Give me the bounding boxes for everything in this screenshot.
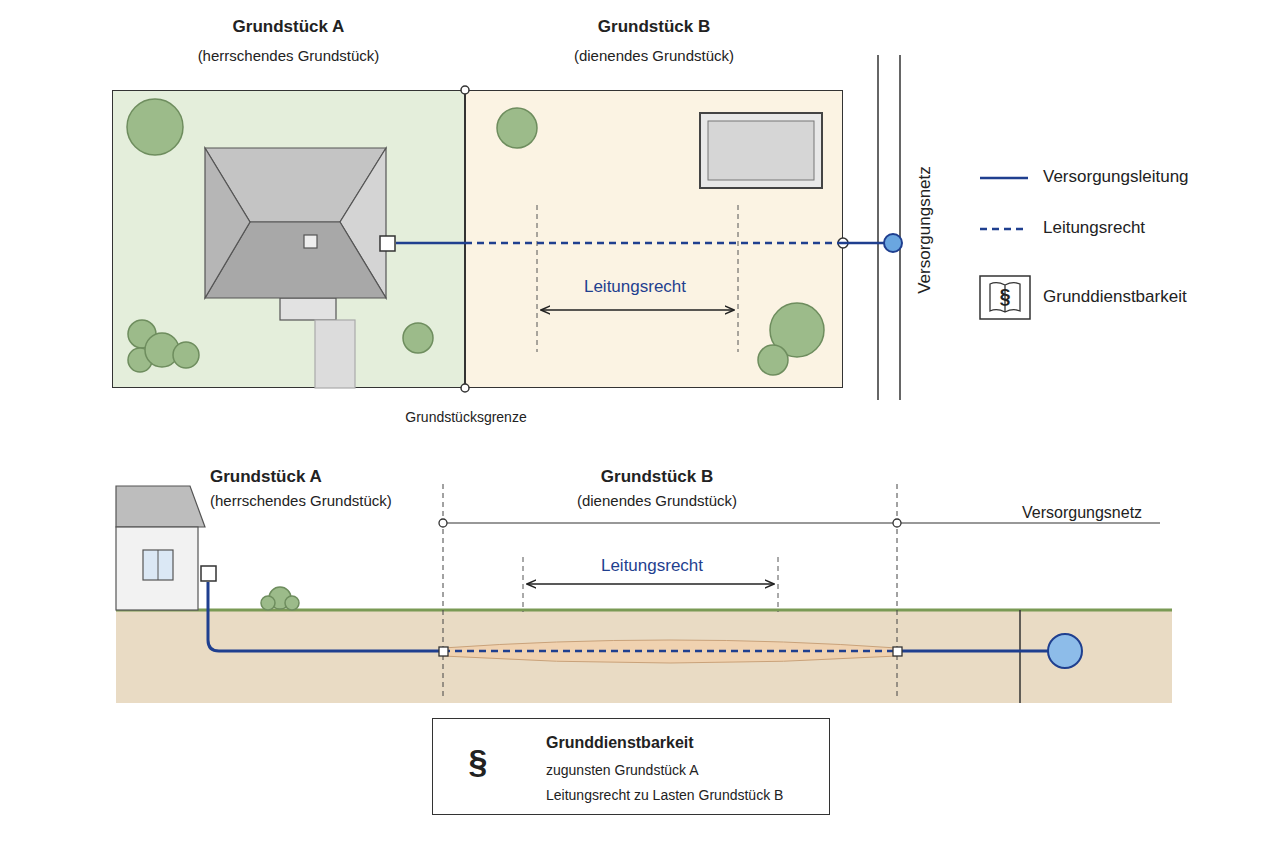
easement-box: Grunddienstbarkeit zugunsten Grundstück A… <box>432 718 830 815</box>
dimension-arrow <box>527 583 774 584</box>
legend-line-sample <box>980 177 1028 180</box>
boundary-marker <box>461 384 469 392</box>
node-text: (dienendes Grundstück) <box>574 47 734 65</box>
house-connection <box>380 236 395 251</box>
shrub <box>261 596 275 610</box>
legend-text: Grunddienstbarkeit <box>1043 287 1187 307</box>
extent-line <box>537 205 538 352</box>
network-reference-line <box>443 522 1160 523</box>
shrub <box>285 596 299 610</box>
legend-icon-frame <box>980 276 1030 319</box>
connection-point <box>439 647 448 656</box>
house-connection <box>201 566 216 581</box>
node-text: zugunsten Grundstück A <box>546 762 699 779</box>
supply-connector <box>465 243 872 244</box>
outbuilding-roof <box>708 121 814 180</box>
trench <box>443 640 897 663</box>
boundary-marker <box>439 519 447 527</box>
outbuilding <box>700 113 822 188</box>
network-node <box>884 234 902 252</box>
connection-point <box>893 647 902 656</box>
section-title: Grundstück A <box>210 467 322 487</box>
supply-line <box>897 650 1048 653</box>
section-title: Grundstück B <box>601 467 713 487</box>
network-label: Versorgungsnetz <box>1022 503 1142 522</box>
node-title: Grundstück A <box>233 17 345 37</box>
boundary-marker <box>893 519 901 527</box>
network-pipe <box>1048 634 1082 668</box>
node-title: Grunddienstbarkeit <box>546 733 694 752</box>
node-title: Grundstück B <box>598 17 710 37</box>
network-band: Versorgungsnetz <box>872 55 942 400</box>
legend-text: Versorgungsleitung <box>1043 167 1189 187</box>
trees <box>127 99 824 375</box>
grass-line <box>116 609 1172 612</box>
node-text: (herrschendes Grundstück) <box>198 47 380 65</box>
extent-line <box>523 557 524 612</box>
extent-line <box>778 557 779 612</box>
supply-line <box>396 242 465 245</box>
legend-dash-sample <box>980 228 1028 231</box>
dimension-arrow <box>541 309 734 310</box>
dimension-label: Leitungsrecht <box>601 556 703 576</box>
node-text: Leitungsrecht zu Lasten Grundstück B <box>546 787 783 804</box>
paragraph-symbol: § <box>469 741 488 782</box>
supply-line <box>208 582 443 651</box>
right-of-way-line <box>443 650 897 653</box>
house-section <box>116 486 205 610</box>
extent-line <box>738 205 739 352</box>
section-subtitle: (dienendes Grundstück) <box>577 492 737 510</box>
boundary-section <box>1019 610 1021 703</box>
dimension-label: Leitungsrecht <box>584 277 686 297</box>
section-subtitle: (herrschendes Grundstück) <box>210 492 392 510</box>
boundary-dashed <box>443 484 444 700</box>
boundary-dashed <box>897 484 898 700</box>
ground <box>116 610 1172 703</box>
house-plan <box>205 148 386 388</box>
paragraph-symbol: § <box>999 284 1010 308</box>
legend-text: Leitungsrecht <box>1043 218 1145 238</box>
boundary-marker <box>461 86 469 94</box>
node-title: Versorgungsnetz <box>915 166 935 294</box>
boundary-label: Grundstücksgrenze <box>405 409 526 426</box>
book-icon <box>990 283 1020 312</box>
